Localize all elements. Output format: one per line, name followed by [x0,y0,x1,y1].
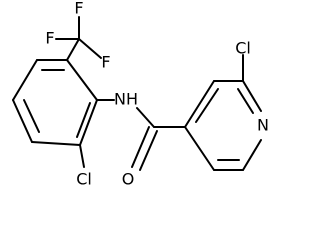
atom-label-f-top: F [74,0,83,18]
atom-label-o: O [122,170,135,189]
bond-ring-a-4 [12,99,33,143]
bond-ring-b-6 [184,126,215,171]
bond-cf3-f-right [78,38,102,59]
bond-ring-a-inner-2 [23,99,40,133]
bond-ring-b-inner-2 [237,88,254,114]
atom-label-nh: NH [114,90,138,109]
bond-ring-to-cl [79,144,85,168]
bond-ring-a-2 [79,99,98,146]
bond-lines [12,16,262,171]
bond-carbonyl-double-b [139,130,158,171]
atom-label-f-right: F [101,53,110,72]
atom-labels: F F F NH Cl O Cl N [45,0,269,189]
bond-ring-a-3 [31,141,81,146]
bond-ring-b-1 [184,80,215,128]
molecule-structure-diagram: F F F NH Cl O Cl N [12,0,269,189]
bond-ring-b-inner-1 [195,88,219,123]
bond-ring-b-3 [242,80,262,112]
atom-label-cl-ring: Cl [76,170,92,189]
atom-label-cl-pyridine: Cl [235,39,251,58]
bond-ring-b-4 [242,139,262,171]
bond-ring-a-5 [12,59,38,101]
bond-ring-a-inner-3 [76,102,91,138]
atom-label-f-left: F [45,29,54,48]
bond-nh-to-carbonyl [136,107,155,128]
atom-label-n-pyridine: N [257,116,269,135]
bond-ring-a-1 [66,59,98,101]
bond-ring-to-cf3 [66,38,80,61]
bond-carbonyl-double-a [131,126,150,168]
